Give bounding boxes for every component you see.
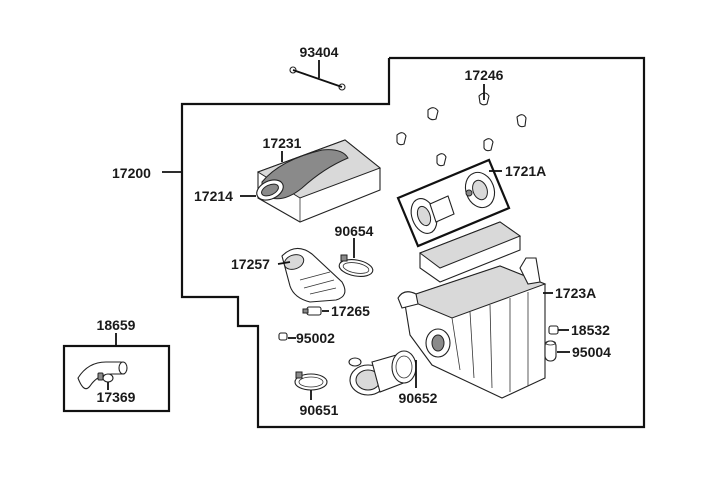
label-90651: 90651 (300, 402, 339, 418)
label-17231: 17231 (263, 135, 302, 151)
label-17257: 17257 (231, 256, 270, 272)
part-17257-duct (281, 247, 346, 303)
part-90651-clamp (294, 371, 328, 391)
part-17265-drain (302, 306, 322, 316)
part-90652-joint (348, 350, 417, 396)
label-90652: 90652 (399, 390, 438, 406)
label-17369: 17369 (97, 389, 136, 405)
label-17246: 17246 (465, 67, 504, 83)
part-18532-fitting (548, 325, 559, 335)
part-1723a-case (397, 257, 547, 399)
part-case-upper (418, 221, 522, 283)
part-17231-cover (256, 139, 381, 223)
label-17265: 17265 (331, 303, 370, 319)
label-18532: 18532 (571, 322, 610, 338)
label-95002: 95002 (296, 330, 335, 346)
label-95004: 95004 (572, 344, 611, 360)
label-17214: 17214 (194, 188, 233, 204)
leader-lines (107, 60, 570, 400)
part-95002-fitting (278, 332, 288, 341)
label-17200: 17200 (112, 165, 151, 181)
part-18659-hose (77, 361, 128, 390)
label-1721a: 1721A (505, 163, 546, 179)
assembly-frame (180, 56, 646, 429)
part-95004-hose (544, 340, 557, 362)
part-90654-clamp (338, 254, 374, 277)
part-1721a-box (396, 158, 511, 248)
label-18659: 18659 (97, 317, 136, 333)
part-1721a-element (410, 171, 496, 234)
label-90654: 90654 (335, 223, 374, 239)
part-17246-clips (396, 92, 527, 167)
label-93404: 93404 (300, 44, 339, 60)
label-1723a: 1723A (555, 285, 596, 301)
